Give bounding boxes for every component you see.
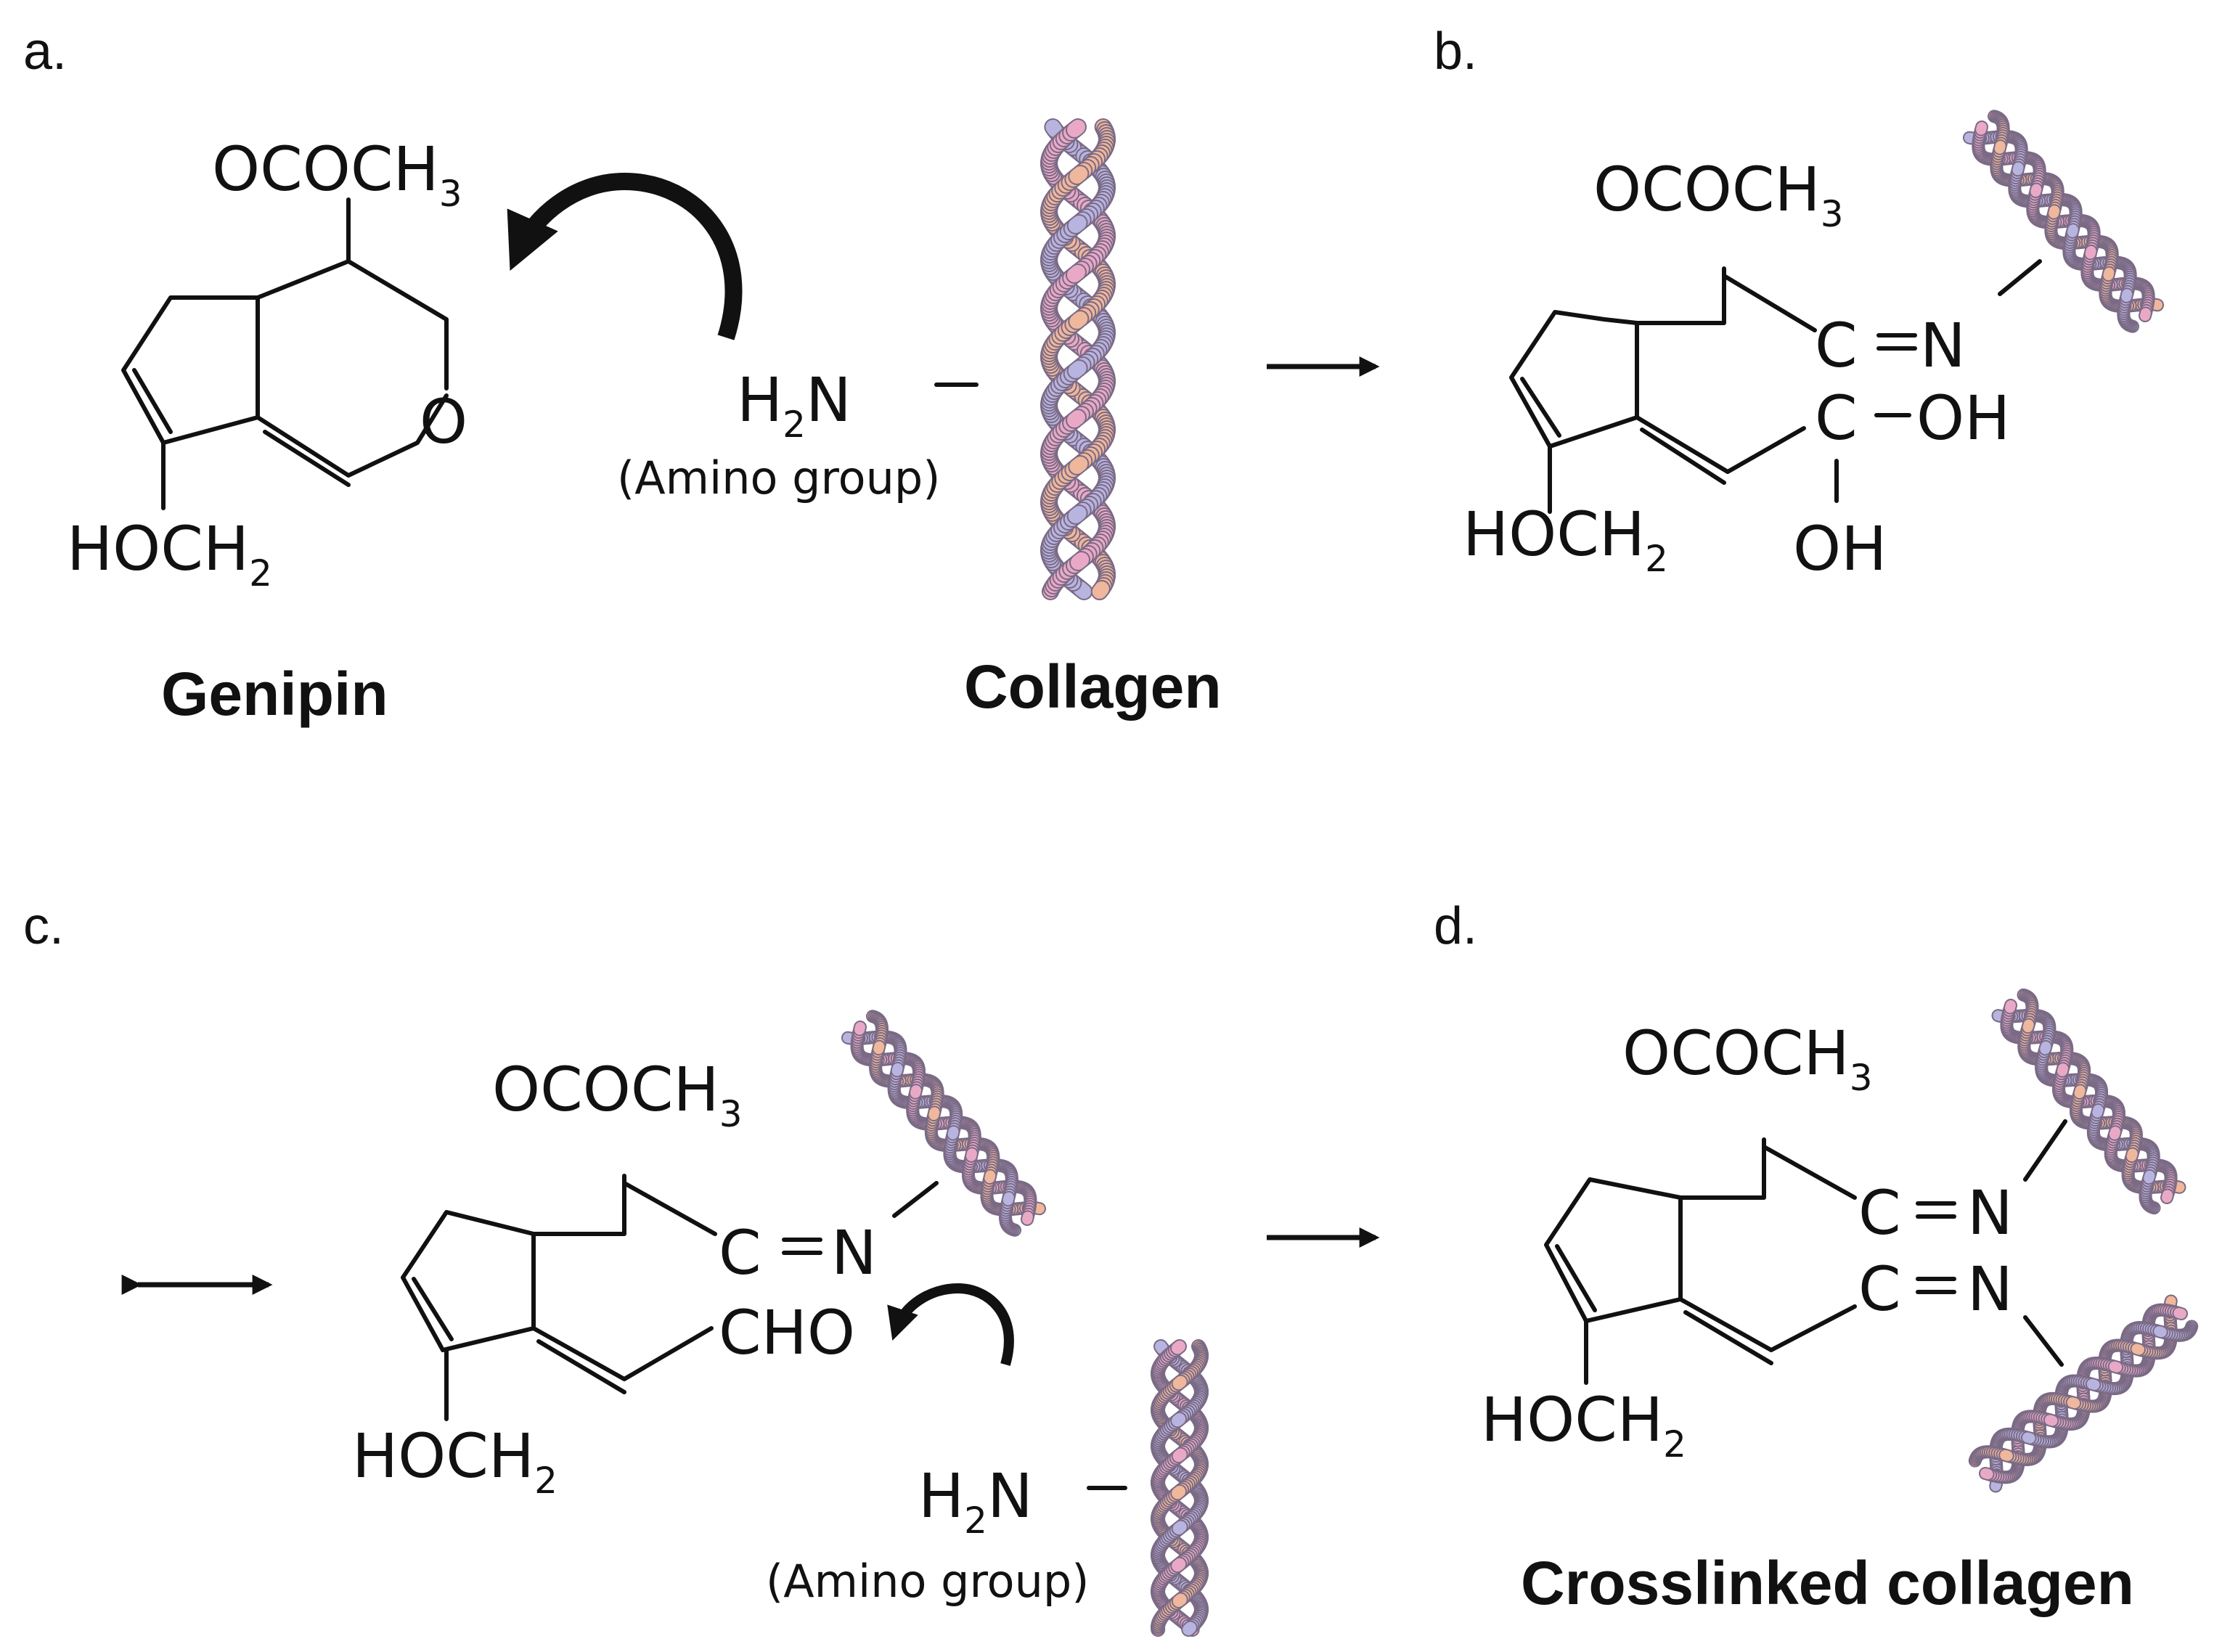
- helix-strand: [1172, 1448, 1187, 1463]
- helix-strand: [854, 1022, 865, 1035]
- helix-strand: [891, 1063, 903, 1076]
- helix-strand: [2040, 1041, 2051, 1055]
- helix-strand: [1069, 166, 1088, 184]
- collagen-triple-helix-d-bottom: [1968, 1294, 2199, 1493]
- c-nitrogen: N: [831, 1217, 877, 1288]
- panel-label-a: a.: [23, 23, 67, 81]
- genipin-ring-oxygen: O: [420, 386, 467, 457]
- d-nitrogen-1: N: [1967, 1177, 2013, 1248]
- helix-strand: [1069, 457, 1088, 474]
- helix-strand: [2092, 1105, 2104, 1118]
- collagen-triple-helix-a: [1040, 118, 1116, 600]
- helix-strand: [2067, 224, 2078, 237]
- helix-strand: [1073, 581, 1092, 599]
- helix-strand: [2140, 308, 2151, 321]
- b-nitrogen: N: [1920, 310, 1966, 381]
- helix-strand: [2057, 1063, 2069, 1076]
- helix-strand: [1066, 120, 1085, 137]
- helix-strand: [1068, 216, 1087, 233]
- helix-strand: [2126, 1148, 2138, 1162]
- helix-strand: [910, 1085, 921, 1098]
- b-carbon-2: C: [1815, 383, 1858, 454]
- helix-strand: [1172, 1593, 1187, 1607]
- d-carbon-1: C: [1858, 1177, 1901, 1248]
- genipin-hoch2: HOCH2: [67, 513, 272, 594]
- helix-strand: [984, 1170, 996, 1184]
- helix-strand: [2103, 267, 2115, 281]
- helix-strand: [1172, 1485, 1186, 1500]
- collagen-triple-helix-c-top: [841, 1010, 1047, 1237]
- helix-strand: [1171, 1341, 1185, 1354]
- helix-strand: [1172, 1558, 1186, 1572]
- helix-strand: [2030, 184, 2042, 197]
- intermediate-c-structure: OCOCH3 C N CHO HOCH2: [352, 1054, 939, 1502]
- helix-strand: [1068, 361, 1087, 378]
- helix-strand: [1092, 581, 1109, 599]
- c-carbon: C: [719, 1217, 761, 1288]
- collagen-triple-helix-b: [1962, 110, 2165, 333]
- helix-strand: [1964, 132, 1977, 144]
- c-hoch2: HOCH2: [352, 1420, 558, 1502]
- b-hydroxyl-1: OH: [1916, 383, 2010, 454]
- helix-strand: [842, 1032, 855, 1044]
- curved-arrow-small-icon: [887, 1283, 1014, 1366]
- helix-strand: [873, 1041, 885, 1055]
- helix-strand: [1002, 1192, 1014, 1206]
- b-hydroxyl-2: OH: [1793, 513, 1887, 584]
- helix-strand: [2004, 1000, 2016, 1013]
- collagen-label: Collagen: [964, 653, 1222, 721]
- helix-strand: [1045, 120, 1063, 137]
- helix-strand: [966, 1148, 977, 1161]
- helix-strand: [2012, 162, 2024, 176]
- d-carbon-2: C: [1858, 1254, 1901, 1325]
- helix-strand: [1066, 410, 1085, 428]
- helix-strand: [1172, 1521, 1187, 1535]
- amine-h2n-a: H2N: [737, 364, 851, 446]
- genipin-structure: OCOCH3 O HOCH2: [67, 134, 467, 594]
- genipin-ococh3: OCOCH3: [212, 134, 462, 215]
- helix-strand: [2121, 289, 2133, 302]
- c-ococh3: OCOCH3: [492, 1054, 743, 1135]
- helix-strand: [1069, 311, 1088, 329]
- d-nitrogen-2: N: [1967, 1254, 2013, 1325]
- helix-strand: [1994, 141, 2006, 154]
- amino-group-label-a: (Amino group): [617, 451, 940, 504]
- d-ococh3: OCOCH3: [1622, 1018, 1873, 1099]
- helix-strand: [1071, 552, 1090, 570]
- b-carbon-1: C: [1815, 310, 1858, 381]
- collagen-triple-helix-c-bottom: [1151, 1339, 1209, 1637]
- helix-strand: [2150, 299, 2163, 311]
- panel-label-c: c.: [23, 897, 64, 955]
- crosslinked-d-structure: OCOCH3 C N C N HOCH2: [1481, 1018, 2067, 1465]
- helix-strand: [1022, 1211, 1033, 1224]
- c-aldehyde: CHO: [719, 1297, 855, 1368]
- helix-strand: [1183, 1622, 1196, 1635]
- helix-strand: [2022, 1019, 2034, 1033]
- helix-strand: [1172, 1412, 1186, 1427]
- helix-strand: [2162, 1190, 2173, 1203]
- b-ococh3: OCOCH3: [1593, 154, 1844, 235]
- amine-h2n-c: H2N: [918, 1460, 1033, 1542]
- helix-strand: [1172, 1375, 1187, 1390]
- helix-strand: [1068, 506, 1087, 523]
- helix-strand: [1155, 1341, 1168, 1354]
- panel-label-d: d.: [1434, 897, 1477, 955]
- helix-strand: [1976, 122, 1987, 135]
- panel-label-b: b.: [1434, 23, 1477, 81]
- curved-arrow-icon: [507, 172, 743, 340]
- genipin-label: Genipin: [161, 660, 388, 728]
- helix-strand: [947, 1126, 959, 1140]
- d-hoch2: HOCH2: [1481, 1384, 1686, 1465]
- intermediate-b-structure: OCOCH3 C N C OH OH HOCH2: [1463, 154, 2042, 584]
- b-hoch2: HOCH2: [1463, 499, 1668, 580]
- helix-strand: [1993, 1010, 2006, 1021]
- amino-group-label-c: (Amino group): [766, 1555, 1089, 1608]
- helix-strand: [1066, 265, 1085, 282]
